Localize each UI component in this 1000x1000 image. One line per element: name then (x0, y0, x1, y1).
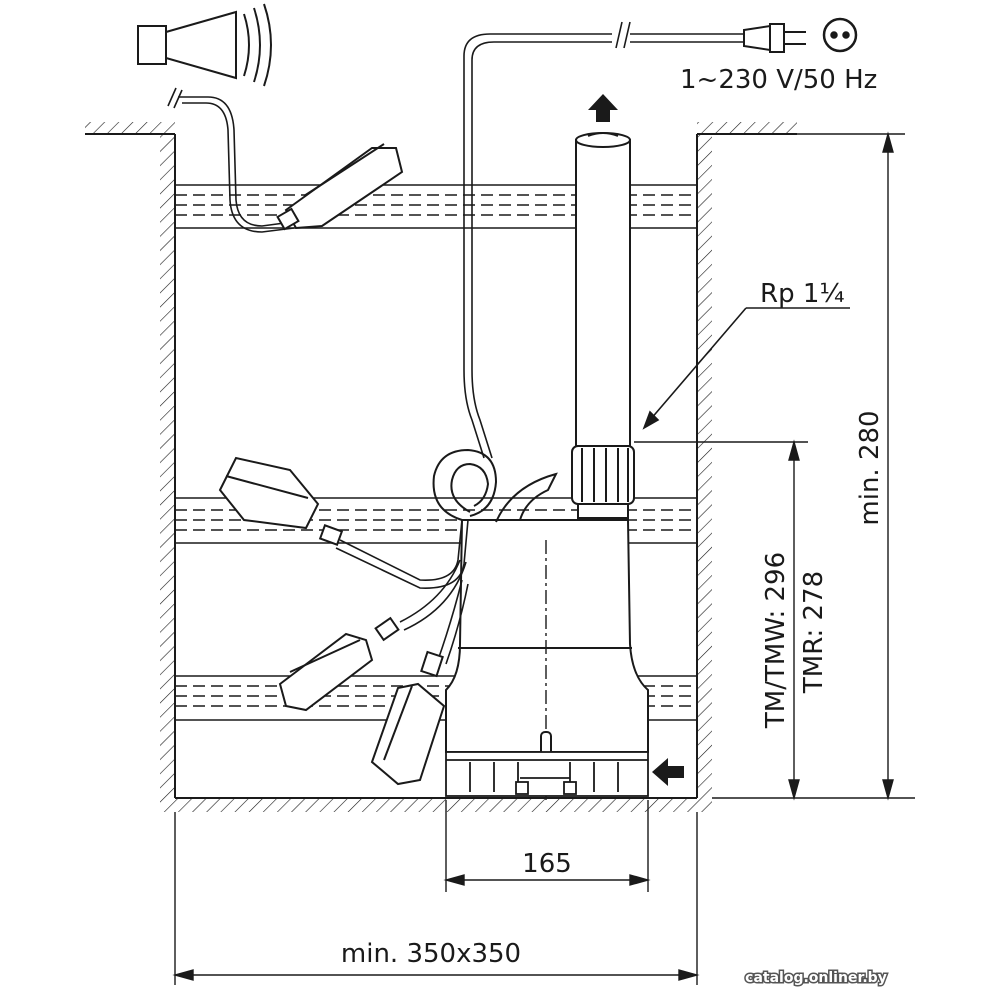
flow-up-arrow-icon (588, 94, 618, 122)
sump-pit (85, 122, 797, 812)
discharge-pipe (575, 132, 631, 447)
pump-width-label: 165 (522, 849, 572, 879)
watermark-text: catalog.onliner.by (745, 970, 887, 986)
float-switch-top (276, 143, 404, 231)
pipe-thread-fitting (571, 445, 635, 519)
socket-icon (822, 17, 858, 53)
float-switch-lower (278, 616, 400, 712)
float-switch-left (218, 456, 344, 546)
inlet-arrow-icon (652, 758, 684, 786)
dimension-depth (712, 131, 915, 801)
height-tmr-label: TMR: 278 (799, 571, 829, 694)
pump-base (445, 751, 649, 797)
pump-handle (432, 448, 558, 523)
power-cable (463, 21, 744, 459)
dimension-pump-width (443, 800, 651, 892)
power-plug-icon (743, 23, 806, 53)
power-label: 1~230 V/50 Hz (680, 65, 877, 95)
height-tm-label: TM/TMW: 296 (761, 552, 791, 729)
thread-label: Rp 1¼ (760, 279, 845, 309)
float-cables (335, 519, 469, 665)
thread-callout (642, 307, 850, 430)
dimension-sump-size (172, 812, 700, 985)
float-switch-bottom (370, 650, 446, 786)
alarm-cable (167, 87, 295, 233)
dimension-pump-height (634, 439, 808, 801)
sump-size-label: min. 350x350 (341, 939, 521, 969)
alarm-horn-icon (137, 3, 272, 87)
depth-label: min. 280 (855, 410, 885, 525)
